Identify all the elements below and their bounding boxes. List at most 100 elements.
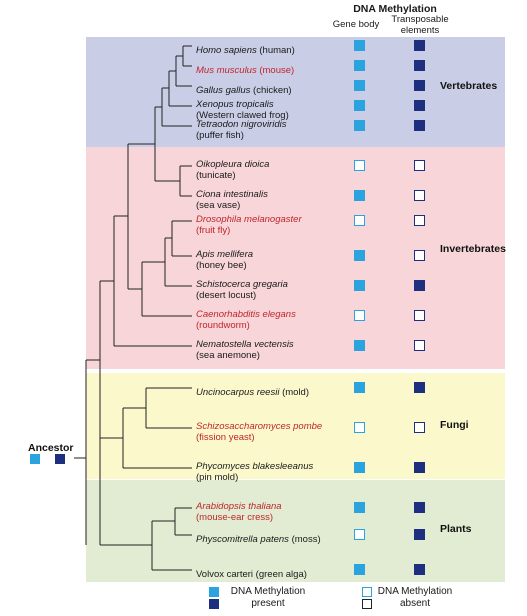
species-common-name: (honey bee) <box>196 260 247 271</box>
te-present-xenopus-tropicalis <box>414 100 425 111</box>
species-label-ciona-intestinalis: Ciona intestinalis(sea vase) <box>196 189 268 211</box>
species-common-name: (mouse) <box>256 65 295 76</box>
species-common-name: (sea anemone) <box>196 350 260 361</box>
legend-present-line2: present <box>251 598 285 609</box>
species-label-tetraodon-nigroviridis: Tetraodon nigroviridis(puffer fish) <box>196 119 286 141</box>
species-label-caenorhabditis-elegans: Caenorhabditis elegans(roundworm) <box>196 309 296 331</box>
species-common-name: (tunicate) <box>196 170 236 181</box>
species-label-gallus-gallus: Gallus gallus (chicken) <box>196 80 292 98</box>
gene-body-present-nematostella-vectensis <box>354 340 365 351</box>
species-label-xenopus-tropicalis: Xenopus tropicalis(Western clawed frog) <box>196 99 289 121</box>
legend-absent-line2: absent <box>399 598 431 609</box>
te-absent-nematostella-vectensis <box>414 340 425 351</box>
species-label-uncinocarpus-reesii: Uncinocarpus reesii (mold) <box>196 382 309 400</box>
te-present-homo-sapiens <box>414 40 425 51</box>
group-label-invertebrates: Invertebrates <box>440 243 506 255</box>
fungi-background <box>86 373 505 479</box>
species-label-schistocerca-gregaria: Schistocerca gregaria(desert locust) <box>196 279 288 301</box>
gene-body-present-volvox-carteri <box>354 564 365 575</box>
gene-body-present-schistocerca-gregaria <box>354 280 365 291</box>
header-gene-body: Gene body <box>332 19 380 30</box>
te-present-mus-musculus <box>414 60 425 71</box>
species-label-phycomyces-blakesleeanus: Phycomyces blakesleeanus(pin mold) <box>196 461 313 483</box>
species-label-schizosaccharomyces-pombe: Schizosaccharomyces pombe(fission yeast) <box>196 421 322 443</box>
ancestor-gene-body-square <box>30 454 40 464</box>
species-name: Drosophila melanogaster <box>196 214 302 225</box>
header-elements: elements <box>400 25 440 36</box>
gene-body-present-mus-musculus <box>354 60 365 71</box>
species-name: Nematostella vectensis <box>196 339 294 350</box>
species-common-name: (mouse-ear cress) <box>196 512 274 523</box>
legend-gene-absent-square <box>362 587 372 597</box>
gene-body-present-homo-sapiens <box>354 40 365 51</box>
te-present-physcomitrella-patens <box>414 529 425 540</box>
species-name: Apis mellifera <box>196 249 254 260</box>
gene-body-present-xenopus-tropicalis <box>354 100 365 111</box>
species-label-apis-mellifera: Apis mellifera(honey bee) <box>196 249 253 271</box>
te-absent-drosophila-melanogaster <box>414 215 425 226</box>
species-name: Gallus gallus <box>196 85 251 96</box>
gene-body-present-apis-mellifera <box>354 250 365 261</box>
gene-body-present-ciona-intestinalis <box>354 190 365 201</box>
species-common-name: (chicken) <box>250 85 292 96</box>
species-label-physcomitrella-patens: Physcomitrella patens (moss) <box>196 529 321 547</box>
gene-body-absent-drosophila-melanogaster <box>354 215 365 226</box>
gene-body-absent-physcomitrella-patens <box>354 529 365 540</box>
te-absent-apis-mellifera <box>414 250 425 261</box>
gene-body-present-tetraodon-nigroviridis <box>354 120 365 131</box>
te-present-uncinocarpus-reesii <box>414 382 425 393</box>
species-label-arabidopsis-thaliana: Arabidopsis thaliana(mouse-ear cress) <box>196 501 282 523</box>
species-common-name: (pin mold) <box>196 472 239 483</box>
species-name: Arabidopsis thaliana <box>196 501 282 512</box>
group-label-plants: Plants <box>440 523 472 535</box>
species-name: Volvox carteri <box>196 569 254 580</box>
te-present-tetraodon-nigroviridis <box>414 120 425 131</box>
gene-body-absent-oikopleura-dioica <box>354 160 365 171</box>
legend-te-present-square <box>209 599 219 609</box>
species-name: Caenorhabditis elegans <box>196 309 296 320</box>
species-common-name: (fruit fly) <box>196 225 231 236</box>
ancestor-label: Ancestor <box>28 442 74 454</box>
te-absent-schizosaccharomyces-pombe <box>414 422 425 433</box>
species-common-name: (desert locust) <box>196 290 257 301</box>
legend-present-line1: DNA Methylation <box>230 586 306 597</box>
plants-background <box>86 480 505 582</box>
header-title: DNA Methylation <box>353 3 437 15</box>
te-absent-oikopleura-dioica <box>414 160 425 171</box>
species-common-name: (Western clawed frog) <box>196 110 289 121</box>
species-common-name: (moss) <box>288 534 321 545</box>
ancestor-transposable-square <box>55 454 65 464</box>
te-present-phycomyces-blakesleeanus <box>414 462 425 473</box>
species-name: Phycomyces blakesleeanus <box>196 461 314 472</box>
te-absent-caenorhabditis-elegans <box>414 310 425 321</box>
te-present-arabidopsis-thaliana <box>414 502 425 513</box>
gene-body-absent-schizosaccharomyces-pombe <box>354 422 365 433</box>
te-present-volvox-carteri <box>414 564 425 575</box>
header-transposable: Transposable <box>391 14 449 25</box>
group-label-fungi: Fungi <box>440 419 469 431</box>
species-name: Physcomitrella patens <box>196 534 289 545</box>
species-name: Tetraodon nigroviridis <box>196 119 287 130</box>
species-name: Uncinocarpus reesii <box>196 387 280 398</box>
species-common-name: (sea vase) <box>196 200 241 211</box>
gene-body-absent-caenorhabditis-elegans <box>354 310 365 321</box>
species-common-name: (green alga) <box>253 569 307 580</box>
invertebrates-background <box>86 147 505 369</box>
te-present-gallus-gallus <box>414 80 425 91</box>
gene-body-present-arabidopsis-thaliana <box>354 502 365 513</box>
te-absent-ciona-intestinalis <box>414 190 425 201</box>
legend-gene-present-square <box>209 587 219 597</box>
species-name: Xenopus tropicalis <box>196 99 274 110</box>
species-name: Homo sapiens <box>196 45 257 56</box>
legend-te-absent-square <box>362 599 372 609</box>
species-common-name: (fission yeast) <box>196 432 255 443</box>
vertebrates-background <box>86 37 505 147</box>
legend-absent-line1: DNA Methylation <box>377 586 453 597</box>
species-label-mus-musculus: Mus musculus (mouse) <box>196 60 294 78</box>
species-label-drosophila-melanogaster: Drosophila melanogaster(fruit fly) <box>196 214 302 236</box>
species-label-homo-sapiens: Homo sapiens (human) <box>196 40 295 58</box>
species-common-name: (puffer fish) <box>196 130 244 141</box>
gene-body-present-phycomyces-blakesleeanus <box>354 462 365 473</box>
group-label-vertebrates: Vertebrates <box>440 80 498 92</box>
